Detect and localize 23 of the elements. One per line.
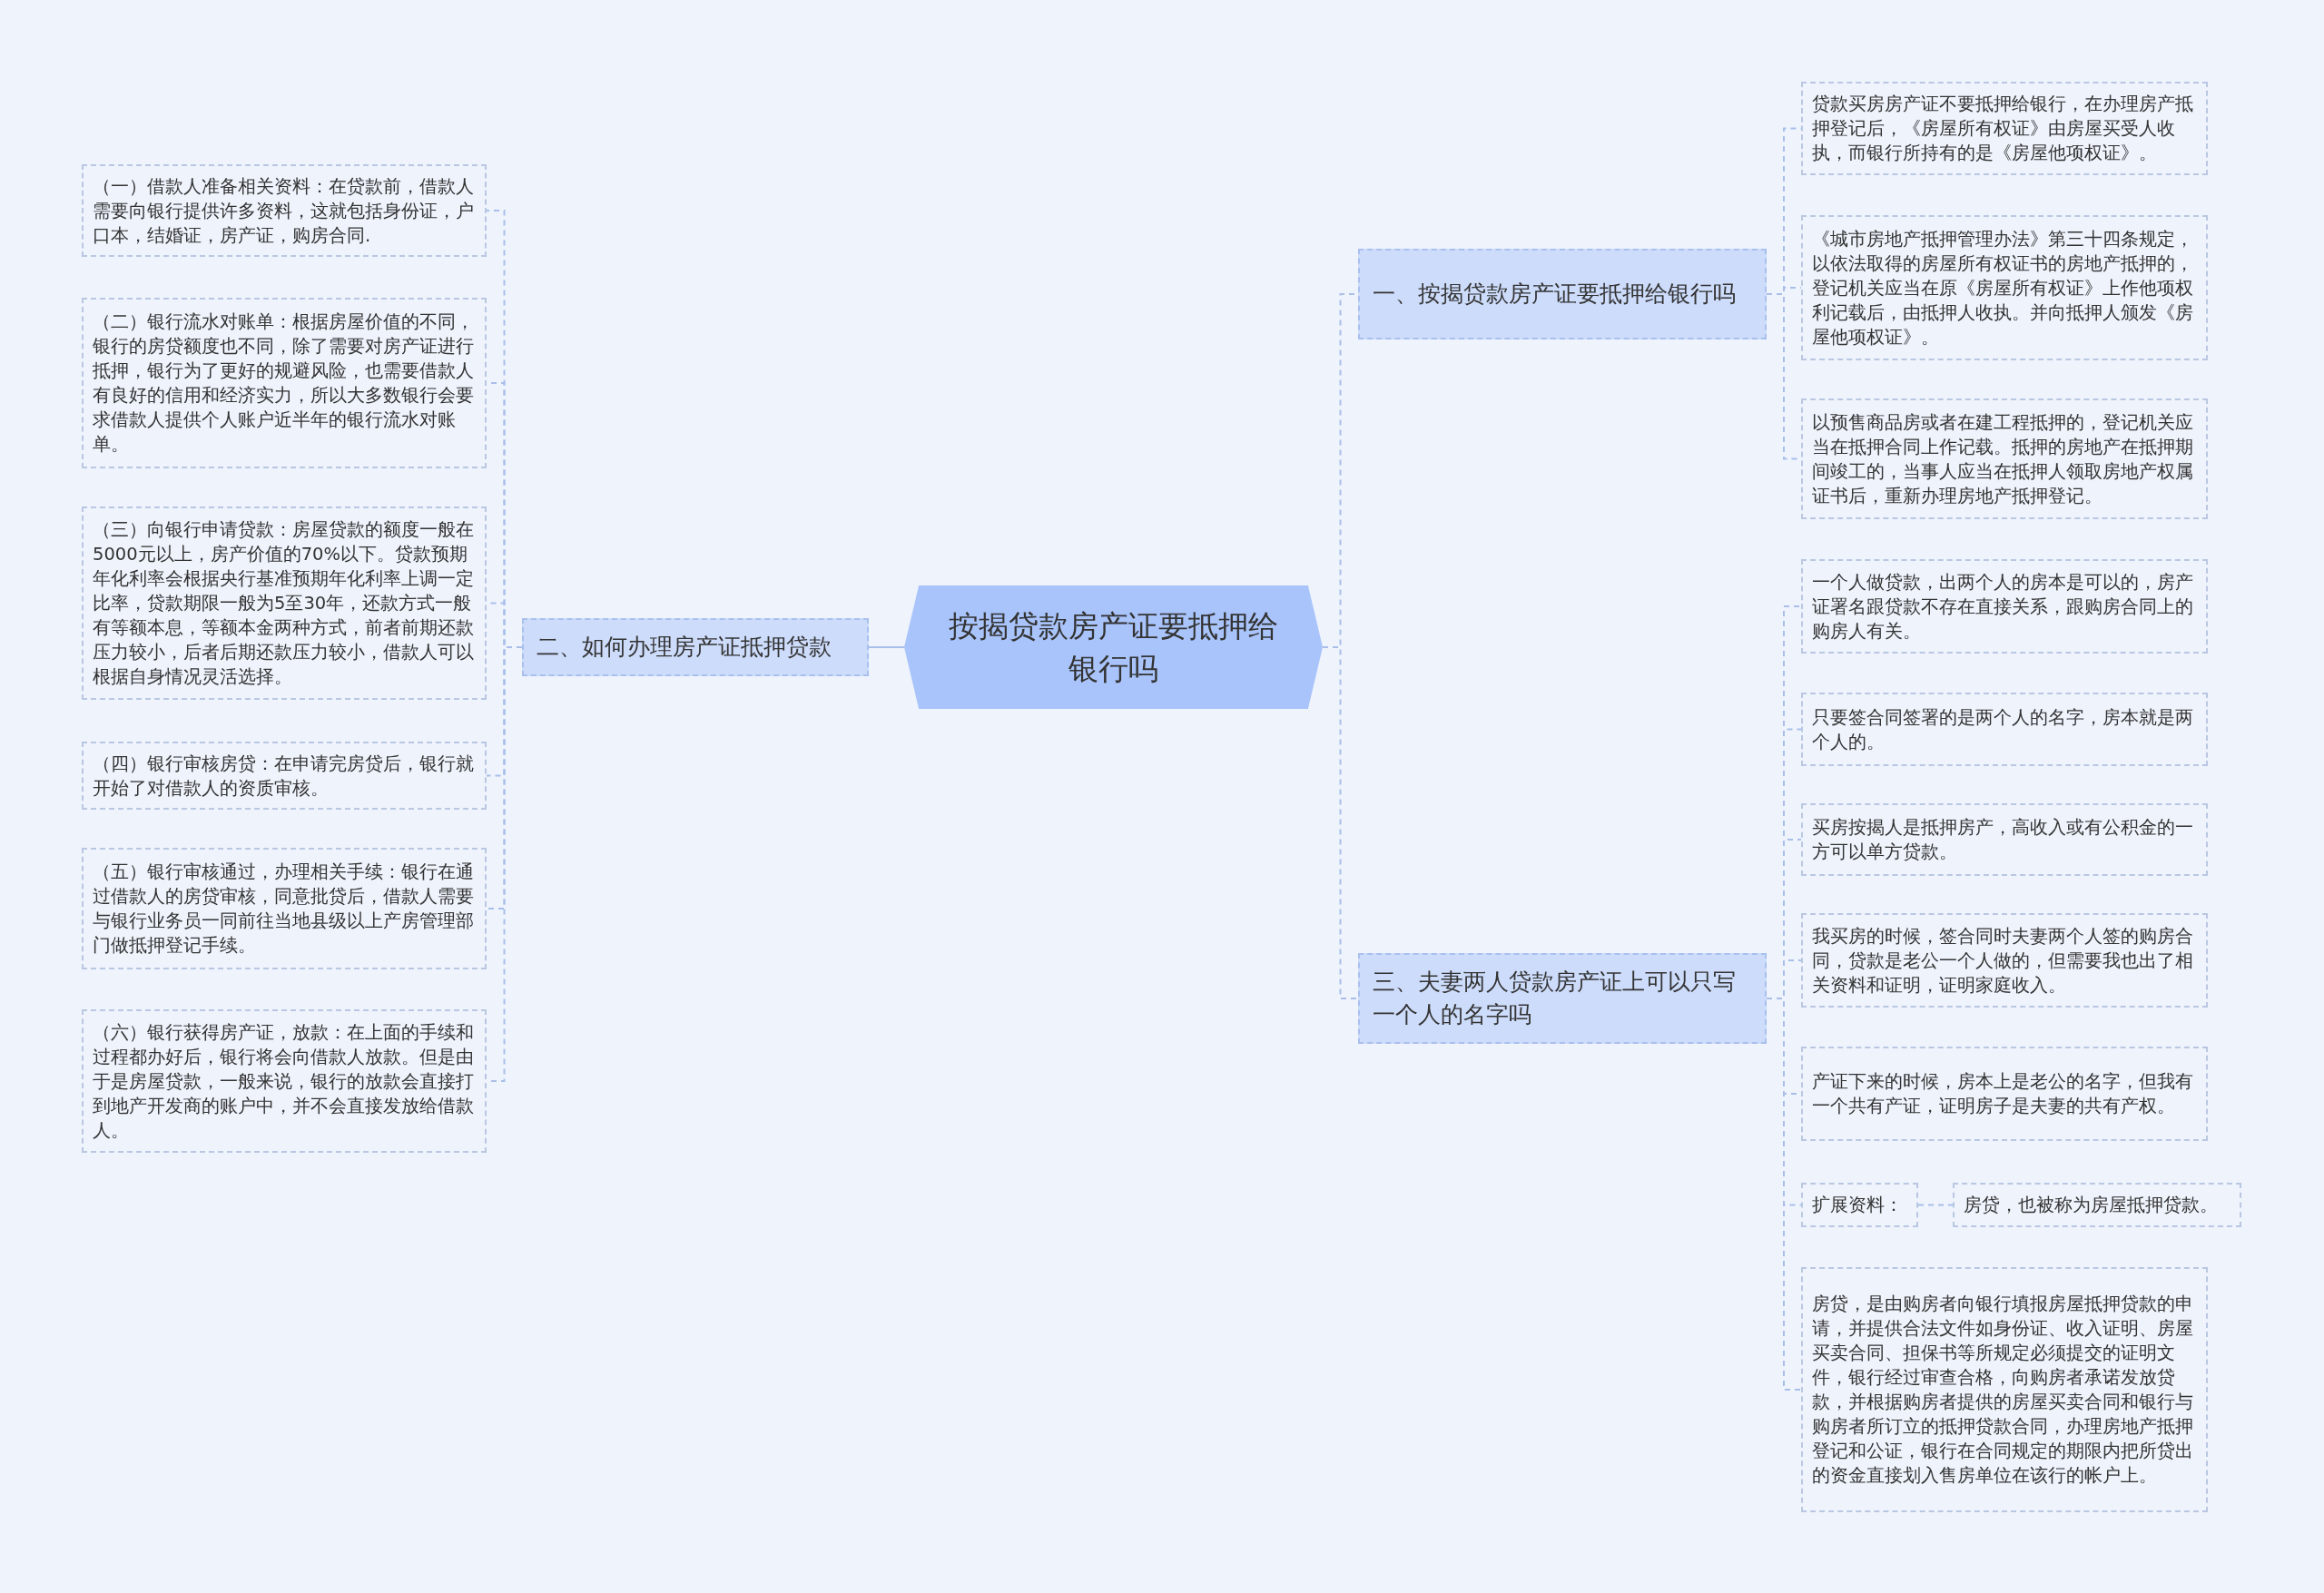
topic-box: 一、按揭贷款房产证要抵押给银行吗 (1358, 249, 1767, 339)
text-box: 扩展资料： (1801, 1183, 1918, 1227)
text-box: 一个人做贷款，出两个人的房本是可以的，房产证署名跟贷款不存在直接关系，跟购房合同上的购房人有关。 (1801, 559, 2208, 654)
text-box: 买房按揭人是抵押房产，高收入或有公积金的一方可以单方贷款。 (1801, 803, 2208, 876)
text-box: 产证下来的时候，房本上是老公的名字，但我有一个共有产证，证明房子是夫妻的共有产权。 (1801, 1047, 2208, 1141)
text-box: 只要签合同签署的是两个人的名字，房本就是两个人的。 (1801, 693, 2208, 766)
text-box: （四）银行审核房贷：在申请完房贷后，银行就开始了对借款人的资质审核。 (82, 742, 487, 810)
topic-box: 二、如何办理房产证抵押贷款 (522, 618, 869, 676)
text-box: （六）银行获得房产证，放款：在上面的手续和过程都办好后，银行将会向借款人放款。但是由于是房屋贷款，一般来说，银行的放款会直接打到地产开发商的账户中，并不会直接发放给借款人。 (82, 1009, 487, 1153)
text-box: 房贷，也被称为房屋抵押贷款。 (1953, 1183, 2241, 1227)
root-hexagon: 按揭贷款房产证要抵押给银行吗 (904, 585, 1323, 709)
topic-box: 三、夫妻两人贷款房产证上可以只写一个人的名字吗 (1358, 953, 1767, 1044)
text-box: 贷款买房房产证不要抵押给银行，在办理房产抵押登记后，《房屋所有权证》由房屋买受人收执，而银行所持有的是《房屋他项权证》。 (1801, 82, 2208, 175)
text-box: 以预售商品房或者在建工程抵押的，登记机关应当在抵押合同上作记载。抵押的房地产在抵押期间竣工的，当事人应当在抵押人领取房地产权属证书后，重新办理房地产抵押登记。 (1801, 398, 2208, 519)
text-box: （五）银行审核通过，办理相关手续：银行在通过借款人的房贷审核，同意批贷后，借款人需要与银行业务员一同前往当地县级以上产房管理部门做抵押登记手续。 (82, 848, 487, 969)
text-box: 我买房的时候，签合同时夫妻两个人签的购房合同，贷款是老公一个人做的，但需要我也出了相关资料和证明，证明家庭收入。 (1801, 913, 2208, 1008)
connector-line (1917, 1204, 1954, 1206)
connector-line (868, 646, 905, 648)
text-box: （三）向银行申请贷款：房屋贷款的额度一般在5000元以上，房产价值的70%以下。贷款预期年化利率会根据央行基准预期年化利率上调一定比率，贷款期限一般为5至30年，还款方式一般有等额本息，等额本金两种方式，前者前期还款压力较小，后者后期还款压力较小，借款人可以根据自身情况灵活选择。 (82, 506, 487, 700)
text-box: （二）银行流水对账单：根据房屋价值的不同，银行的房贷额度也不同，除了需要对房产证进行抵押，银行为了更好的规避风险，也需要借款人有良好的信用和经济实力，所以大多数银行会要求借款人提供个人账户近半年的银行流水对账单。 (82, 298, 487, 468)
text-box: （一）借款人准备相关资料：在贷款前，借款人需要向银行提供许多资料，这就包括身份证，户口本，结婚证，房产证，购房合同. (82, 164, 487, 257)
text-box: 房贷，是由购房者向银行填报房屋抵押贷款的申请，并提供合法文件如身份证、收入证明、房屋买卖合同、担保书等所规定必须提交的证明文件，银行经过审查合格，向购房者承诺发放贷款，并根据购房者提供的房屋买卖合同和银行与购房者所订立的抵押贷款合同，办理房地产抵押登记和公证，银行在合同规定的期限内把所贷出的资金直接划入售房单位在该行的帐户上。 (1801, 1267, 2208, 1512)
text-box: 《城市房地产抵押管理办法》第三十四条规定，以依法取得的房屋所有权证书的房地产抵押的，登记机关应当在原《房屋所有权证》上作他项权利记载后，由抵押人收执。并向抵押人颁发《房屋他项权证》。 (1801, 215, 2208, 360)
